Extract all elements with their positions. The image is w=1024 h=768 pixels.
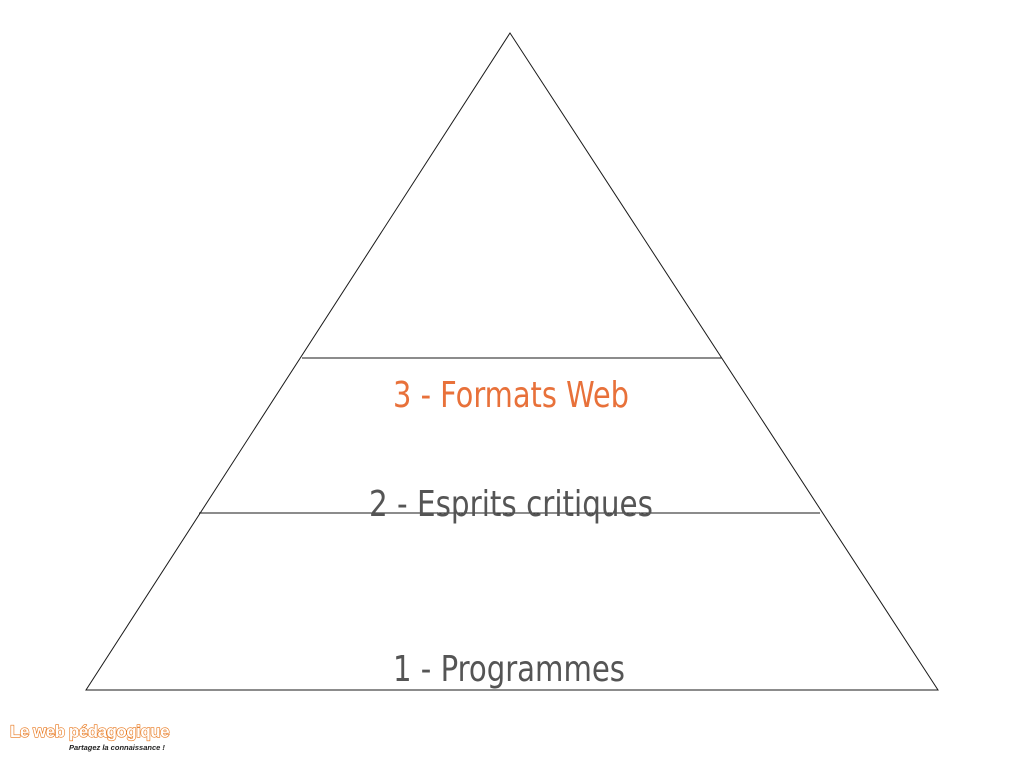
logo-tagline: Partagez la connaissance ! [69, 743, 165, 752]
pyramid-outline [85, 32, 939, 691]
level-2-label: 2 - Esprits critiques [369, 484, 653, 525]
logo-wordmark: Le web pédagogique [9, 721, 170, 741]
level-3-label: 3 - Formats Web [393, 375, 629, 416]
site-logo: Le web pédagogique Partagez la connaissa… [9, 721, 200, 758]
level-1-label: 1 - Programmes [393, 649, 625, 690]
